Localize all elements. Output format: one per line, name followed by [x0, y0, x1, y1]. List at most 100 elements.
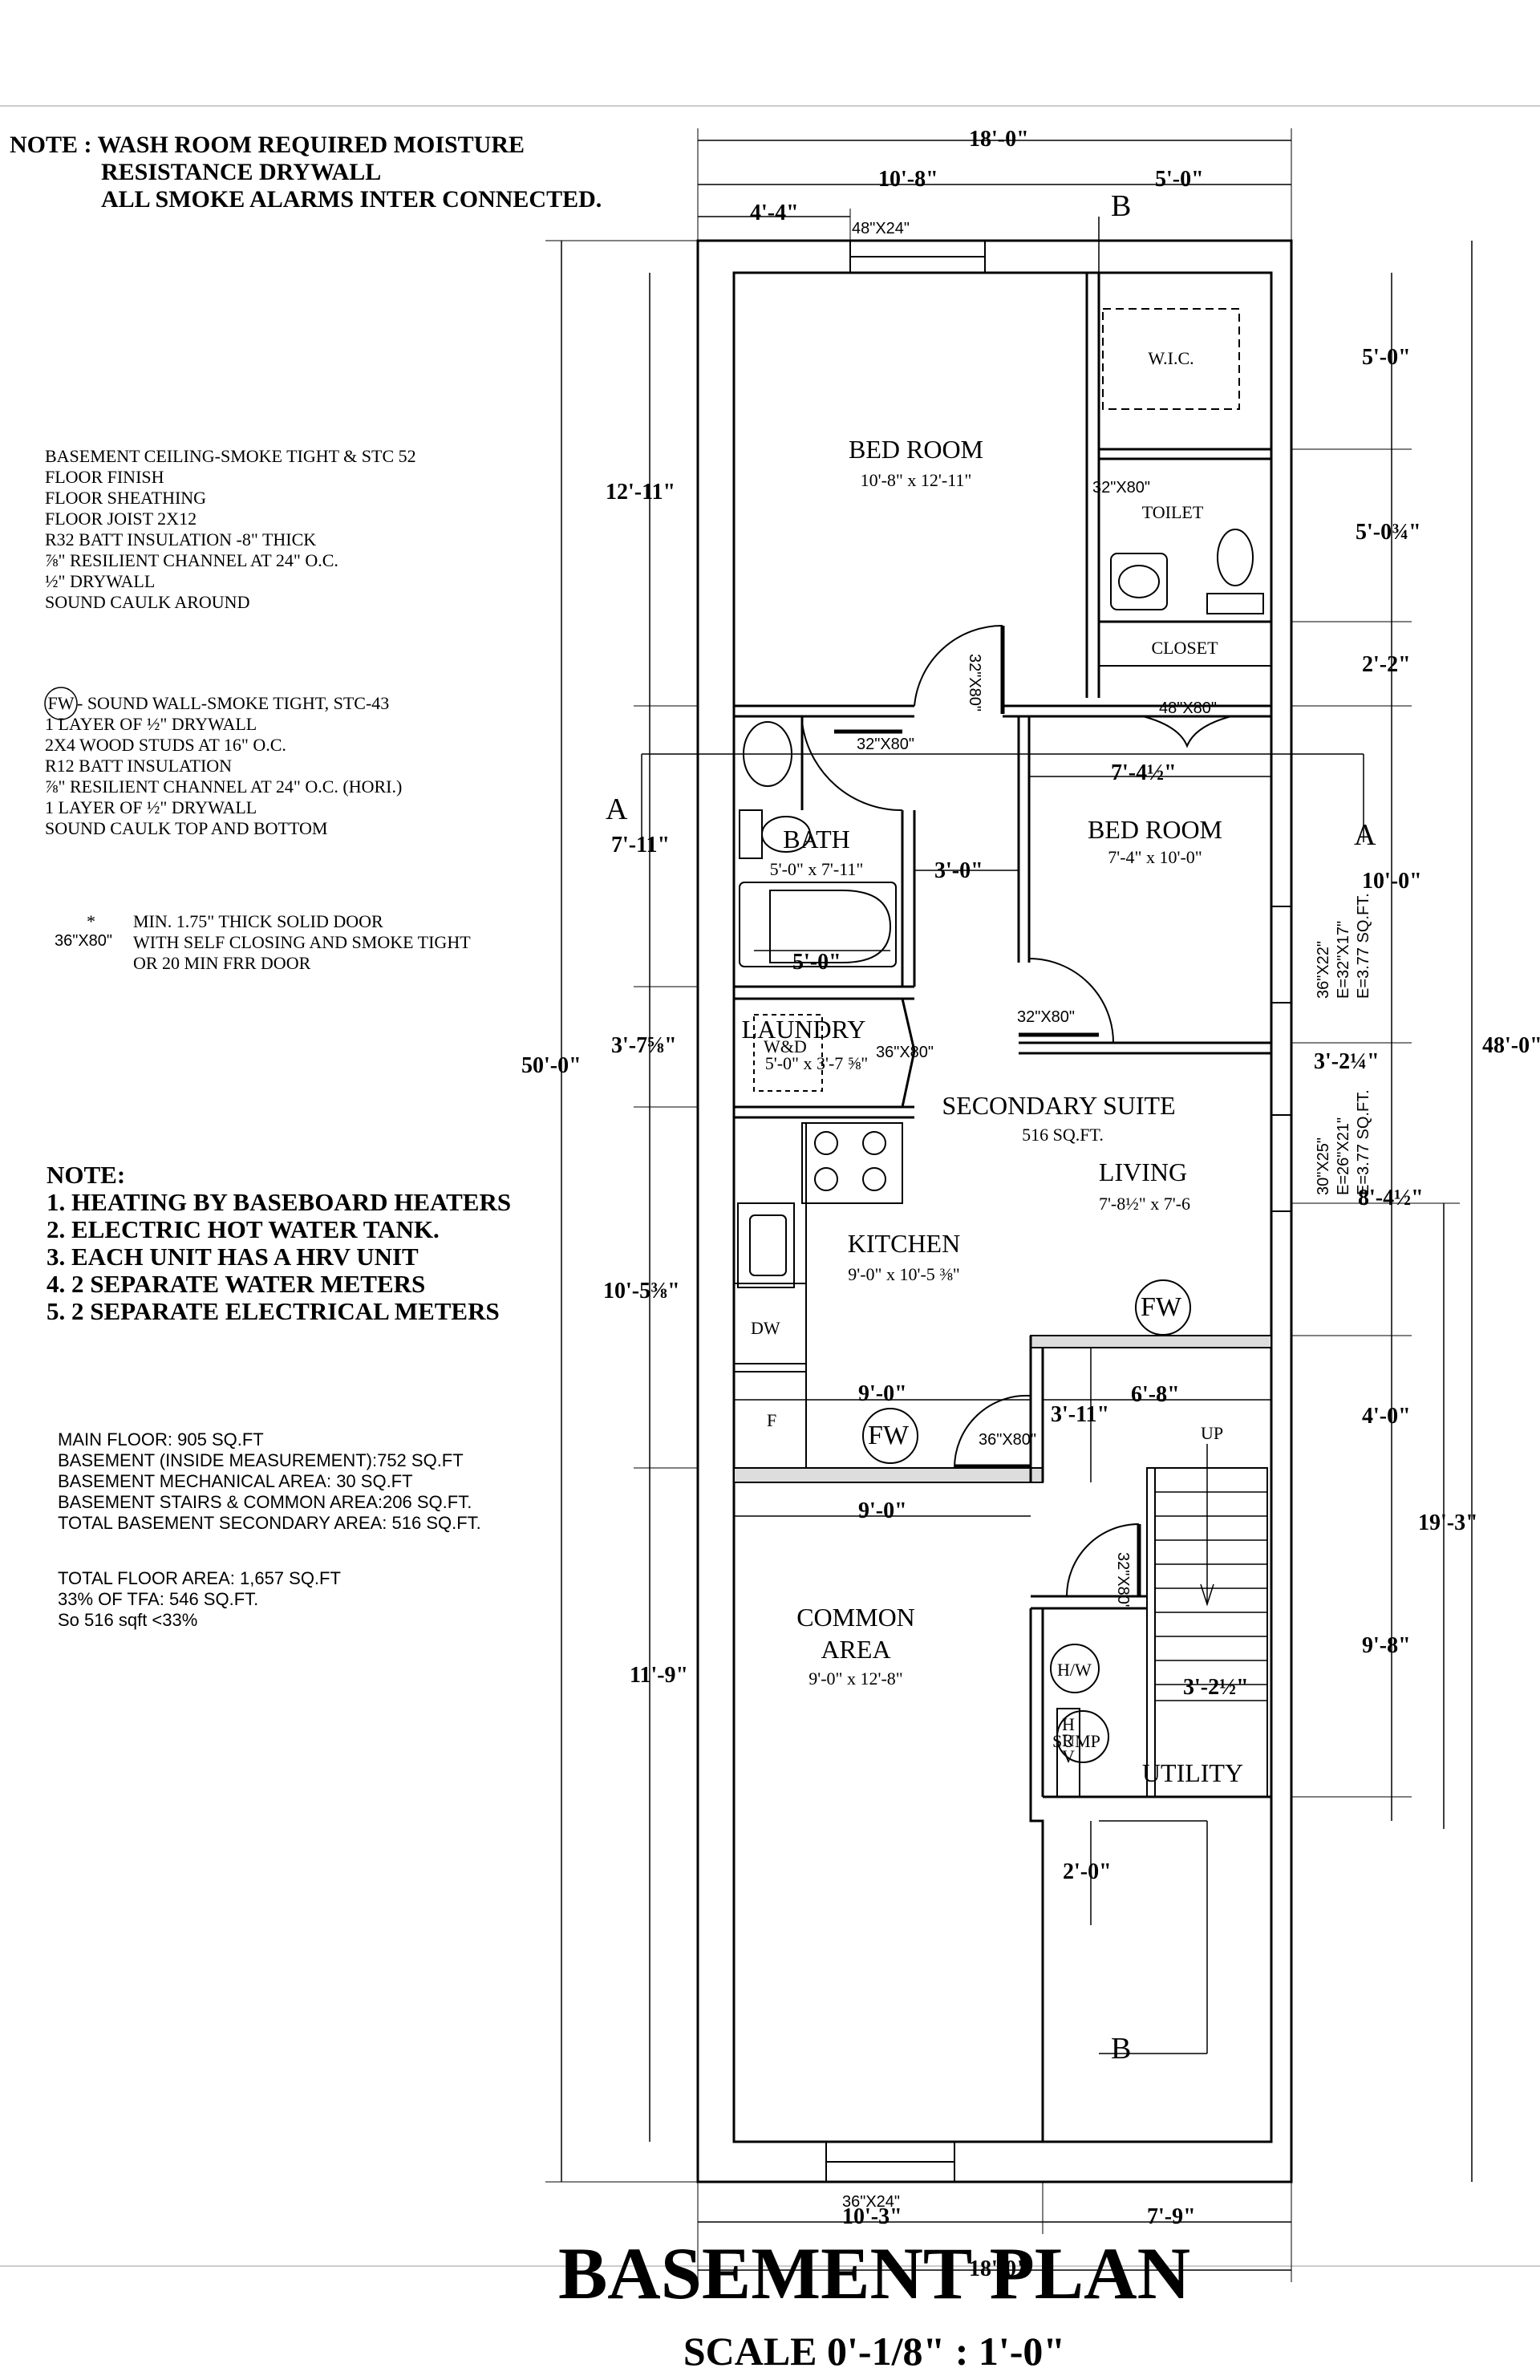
- dim-bedroom-2-width: 7'-4½": [1111, 760, 1177, 785]
- fw-tag: FW: [47, 693, 75, 713]
- laundry-label: LAUNDRY: [741, 1015, 866, 1044]
- ceiling-spec-line: R32 BATT INSULATION -8" THICK: [45, 529, 317, 549]
- area-line: TOTAL BASEMENT SECONDARY AREA: 516 SQ.FT…: [58, 1513, 481, 1533]
- dim-right-6: 8'-4½": [1358, 1186, 1424, 1210]
- dim-common-width: 9'-0": [858, 1498, 907, 1523]
- fw-wall-tag: FW: [1141, 1292, 1181, 1322]
- dim-bottom-total: 18'-0": [969, 2256, 1029, 2281]
- door-tag-bedroom-1: 32"X80": [966, 654, 983, 712]
- ceiling-spec-line: ⅞" RESILIENT CHANNEL AT 24" O.C.: [45, 550, 338, 570]
- door-spec-marker: *: [87, 911, 95, 931]
- note-item: 5. 2 SEPARATE ELECTRICAL METERS: [47, 1297, 500, 1325]
- door-tag-laundry: 36"X80": [876, 1044, 934, 1061]
- door-spec-line: WITH SELF CLOSING AND SMOKE TIGHT: [133, 932, 471, 952]
- top-note-line-1: NOTE : WASH ROOM REQUIRED MOISTURE: [10, 132, 525, 158]
- dim-bath-gap: 3'-0": [934, 858, 983, 883]
- wall-spec-line: 2X4 WOOD STUDS AT 16" O.C.: [45, 735, 286, 755]
- wall-spec-title: - SOUND WALL-SMOKE TIGHT, STC-43: [77, 693, 390, 713]
- bath-label: BATH: [783, 825, 850, 853]
- dim-right-1: 5'-0": [1362, 345, 1411, 370]
- door-tag-utility: 32"X80": [1114, 1552, 1132, 1611]
- total-line: So 516 sqft <33%: [58, 1610, 198, 1630]
- totals: TOTAL FLOOR AREA: 1,657 SQ.FT 33% OF TFA…: [58, 1568, 341, 1631]
- window-tag-bottom: 36"X24": [842, 2193, 901, 2211]
- wall-spec-line: ⅞" RESILIENT CHANNEL AT 24" O.C. (HORI.): [45, 776, 403, 797]
- wall-spec-line: 1 LAYER OF ½" DRYWALL: [45, 714, 257, 734]
- wic-label: W.I.C.: [1148, 348, 1194, 368]
- toilet-label: TOILET: [1141, 502, 1204, 522]
- top-note-line-2: RESISTANCE DRYWALL: [101, 159, 382, 185]
- dim-stair-run: 3'-2½": [1183, 1675, 1249, 1700]
- dim-left-1: 12'-11": [606, 480, 676, 505]
- door-spec-line: OR 20 MIN FRR DOOR: [133, 953, 311, 973]
- laundry-size: 5'-0" x 3'-7 ⅝": [764, 1053, 869, 1073]
- common-area-label: COMMON: [796, 1603, 915, 1632]
- kitchen-label: KITCHEN: [847, 1229, 961, 1258]
- living-size: 7'-8½" x 7'-6: [1098, 1194, 1191, 1214]
- hrv-label: H R V: [1062, 1714, 1075, 1766]
- plan-scale: SCALE 0'-1/8" : 1'-0": [683, 2329, 1066, 2374]
- wall-spec-line: R12 BATT INSULATION: [45, 756, 233, 776]
- section-mark-b-top: B: [1111, 189, 1132, 223]
- dim-left-total: 50'-0": [521, 1053, 582, 1078]
- dim-bottom-right: 7'-9": [1147, 2204, 1196, 2229]
- ceiling-spec-line: FLOOR SHEATHING: [45, 488, 207, 508]
- dim-right-7: 4'-0": [1362, 1404, 1411, 1429]
- dim-hall-height: 3'-11": [1051, 1402, 1110, 1427]
- hot-water-label: H/W: [1057, 1660, 1092, 1680]
- dim-right-3: 2'-2": [1362, 652, 1411, 677]
- window-egress-area-living: E=3.77 SQ.FT.: [1355, 1089, 1372, 1195]
- note-item: 3. EACH UNIT HAS A HRV UNIT: [47, 1243, 419, 1271]
- bedroom-2-size: 7'-4" x 10'-0": [1108, 847, 1202, 867]
- bath-size: 5'-0" x 7'-11": [769, 859, 864, 879]
- dishwasher-label: DW: [751, 1318, 780, 1338]
- common-area-label-2: AREA: [821, 1635, 891, 1664]
- living-label: LIVING: [1098, 1158, 1188, 1186]
- dim-right-total: 48'-0": [1482, 1033, 1540, 1058]
- fw-wall-tag: FW: [868, 1421, 909, 1450]
- door-spec-tag: 36"X80": [55, 932, 113, 950]
- area-line: BASEMENT STAIRS & COMMON AREA:206 SQ.FT.: [58, 1492, 472, 1512]
- ceiling-spec-line: SOUND CAULK AROUND: [45, 592, 250, 612]
- plan-title: BASEMENT PLAN: [557, 2232, 1191, 2314]
- ceiling-spec-line: ½" DRYWALL: [45, 571, 156, 591]
- wall-spec-line: 1 LAYER OF ½" DRYWALL: [45, 797, 257, 817]
- ceiling-spec-line: FLOOR FINISH: [45, 467, 164, 487]
- dim-left-2: 7'-11": [611, 833, 671, 858]
- note-item: 1. HEATING BY BASEBOARD HEATERS: [47, 1188, 512, 1216]
- window-egress-area-bedroom-2: E=3.77 SQ.FT.: [1355, 893, 1372, 999]
- dim-left-3: 3'-7⅝": [611, 1033, 677, 1058]
- window-egress-bedroom-2: E=32"X17": [1335, 920, 1352, 999]
- dim-left-5: 11'-9": [630, 1663, 689, 1688]
- dim-top-small: 4'-4": [750, 201, 799, 225]
- dim-tub: 5'-0": [792, 950, 841, 975]
- dim-top-left: 10'-8": [878, 167, 938, 192]
- stair-up-label: UP: [1201, 1423, 1224, 1443]
- ceiling-spec: BASEMENT CEILING-SMOKE TIGHT & STC 52 FL…: [45, 446, 416, 613]
- notes: NOTE: 1. HEATING BY BASEBOARD HEATERS 2.…: [47, 1162, 511, 1325]
- dim-right-2: 5'-0¾": [1356, 520, 1421, 545]
- dim-right-4: 10'-0": [1362, 869, 1422, 894]
- section-mark-a-left: A: [606, 793, 628, 826]
- door-tag-bedroom-2: 32"X80": [1017, 1008, 1076, 1026]
- secondary-suite-label: SECONDARY SUITE: [942, 1091, 1176, 1120]
- common-area-size: 9'-0" x 12'-8": [808, 1668, 903, 1689]
- bedroom-1-size: 10'-8" x 12'-11": [860, 470, 972, 490]
- washer-dryer-label: W&D: [764, 1036, 807, 1056]
- door-spec-line: MIN. 1.75" THICK SOLID DOOR: [133, 911, 383, 931]
- area-line: MAIN FLOOR: 905 SQ.FT: [58, 1429, 264, 1449]
- wall-spec: FW- SOUND WALL-SMOKE TIGHT, STC-43 1 LAY…: [45, 693, 402, 839]
- note-item: 4. 2 SEPARATE WATER METERS: [47, 1270, 426, 1298]
- dim-left-4: 10'-5⅜": [603, 1279, 680, 1304]
- wall-spec-line: SOUND CAULK TOP AND BOTTOM: [45, 818, 328, 838]
- top-note: NOTE : WASH ROOM REQUIRED MOISTURE RESIS…: [10, 132, 602, 213]
- door-tag-suite-entry: 36"X80": [979, 1431, 1037, 1449]
- note-item: 2. ELECTRIC HOT WATER TANK.: [47, 1215, 440, 1243]
- area-line: BASEMENT (INSIDE MEASUREMENT):752 SQ.FT: [58, 1450, 464, 1470]
- section-mark-b-bottom: B: [1111, 2032, 1132, 2066]
- bedroom-1-label: BED ROOM: [848, 435, 984, 464]
- total-line: 33% OF TFA: 546 SQ.FT.: [58, 1589, 259, 1609]
- window-tag-living: 30"X25": [1315, 1137, 1332, 1195]
- dim-stair-width: 6'-8": [1131, 1382, 1180, 1407]
